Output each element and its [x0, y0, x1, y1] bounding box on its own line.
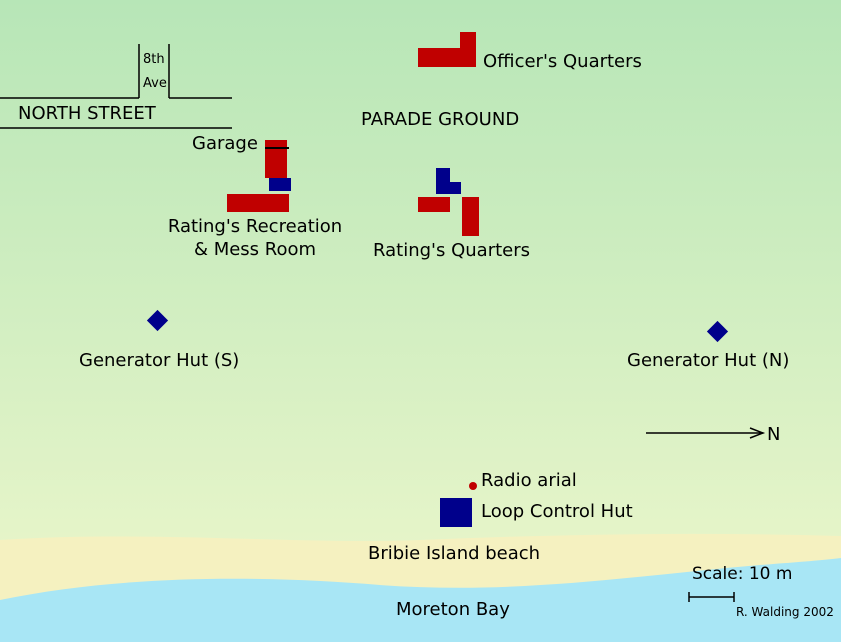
- avenue-label-line2: Ave: [143, 76, 167, 91]
- avenue-label-line1: 8th: [143, 52, 165, 67]
- beach-label: Bribie Island beach: [368, 543, 541, 564]
- garage-building: [265, 140, 291, 191]
- bay-label: Moreton Bay: [396, 599, 510, 620]
- recreation-label-line1: Rating's Recreation: [167, 216, 343, 237]
- garage-label: Garage: [192, 133, 258, 154]
- officers-quarters-label: Officer's Quarters: [483, 51, 642, 72]
- radio-arial-label: Radio arial: [481, 470, 577, 491]
- loop-control-hut-label: Loop Control Hut: [481, 501, 633, 522]
- scale-label: Scale: 10 m: [692, 564, 793, 584]
- north-label: N: [767, 424, 781, 445]
- moreton-bay-water: [0, 558, 841, 642]
- scale-bar: [688, 592, 735, 602]
- generator-hut-north-label: Generator Hut (N): [627, 350, 790, 371]
- loop-control-hut-building: [440, 498, 472, 527]
- parade-ground-label: PARADE GROUND: [361, 109, 520, 130]
- ratings-quarters-label: Rating's Quarters: [373, 240, 530, 261]
- road-lines: [0, 44, 232, 129]
- credit-label: R. Walding 2002: [736, 605, 834, 619]
- officers-quarters-building: [418, 32, 476, 67]
- north-street-label: NORTH STREET: [18, 103, 156, 124]
- radio-arial-mast: [469, 482, 477, 490]
- generator-hut-south-label: Generator Hut (S): [79, 350, 240, 371]
- north-arrow: [646, 427, 766, 439]
- recreation-label-line2: & Mess Room: [193, 239, 317, 260]
- ratings-quarters-buildings: [418, 168, 479, 236]
- generator-hut-north-building: [706, 320, 729, 343]
- recreation-mess-building: [227, 194, 289, 212]
